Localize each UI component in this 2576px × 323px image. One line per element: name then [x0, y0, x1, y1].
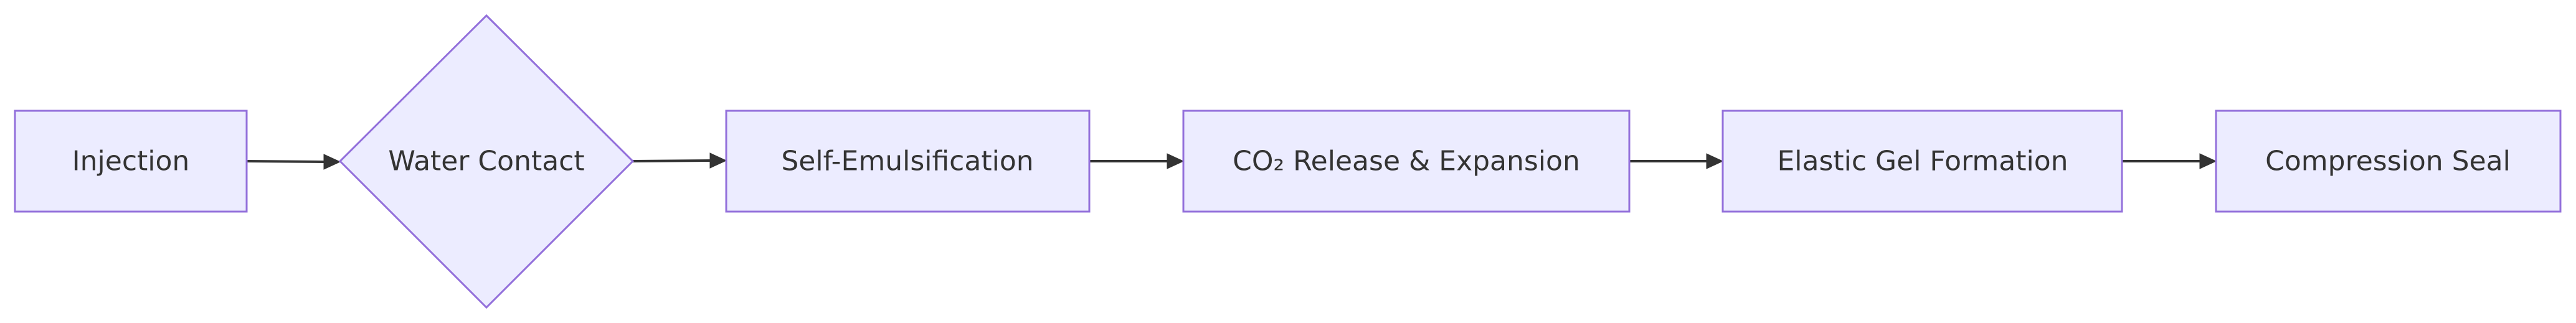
node-label: Water Contact — [388, 146, 584, 177]
edge-water-contact-to-self-emulsification — [632, 152, 727, 169]
node-label: Elastic Gel Formation — [1777, 146, 2068, 177]
arrowhead-icon — [2199, 153, 2217, 169]
edge-co2-release-to-elastic-gel — [1629, 153, 1724, 169]
node-label: Injection — [72, 146, 190, 177]
node-label: Compression Seal — [2265, 146, 2511, 177]
arrowhead-icon — [709, 152, 727, 169]
node-co2-release-expansion[interactable]: CO₂ Release & Expansion — [1182, 110, 1631, 213]
arrowhead-icon — [1167, 153, 1185, 169]
node-elastic-gel-formation[interactable]: Elastic Gel Formation — [1721, 110, 2123, 213]
arrowhead-icon — [323, 154, 341, 170]
arrowhead-icon — [1706, 153, 1724, 169]
node-injection[interactable]: Injection — [14, 110, 248, 213]
edge-elastic-gel-to-compression-seal — [2122, 153, 2217, 169]
node-self-emulsification[interactable]: Self-Emulsification — [725, 110, 1091, 213]
nodes: Injection Water Contact Self-Emulsificat… — [14, 14, 2562, 309]
node-water-contact[interactable]: Water Contact — [338, 14, 635, 309]
edge-injection-to-water-contact — [246, 154, 341, 170]
node-compression-seal[interactable]: Compression Seal — [2215, 110, 2562, 213]
node-label: Self-Emulsification — [781, 146, 1033, 177]
edge-self-emulsification-to-co2-release — [1089, 153, 1185, 169]
node-label: CO₂ Release & Expansion — [1233, 146, 1580, 177]
edges — [246, 152, 2217, 170]
